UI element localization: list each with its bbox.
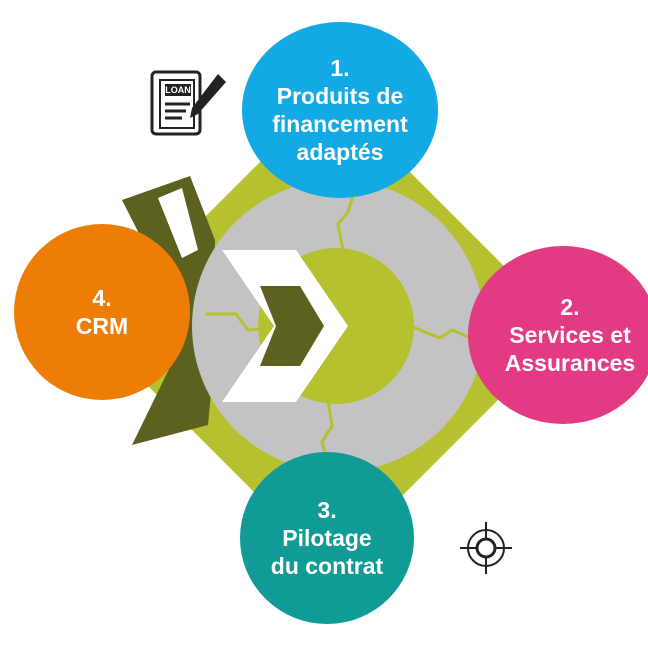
step-1-line-3: adaptés bbox=[296, 139, 384, 165]
loan-icon-label: LOAN bbox=[165, 85, 191, 95]
step-1-line-1: Produits de bbox=[276, 83, 404, 109]
step-3-number: 3. bbox=[317, 497, 337, 523]
step-2-line-1: Services et bbox=[509, 322, 631, 348]
crosshair-target-icon bbox=[460, 522, 512, 574]
step-3-pilotage-circle: 3. Pilotage du contrat bbox=[240, 452, 414, 624]
step-4-crm-circle: 4. CRM bbox=[14, 224, 190, 400]
step-1-number: 1. bbox=[330, 55, 350, 81]
step-3-line-1: Pilotage bbox=[282, 525, 372, 551]
center-arrow-olive bbox=[260, 286, 324, 366]
step-1-produits-circle: 1. Produits de financement adaptés bbox=[242, 22, 438, 198]
step-2-number: 2. bbox=[560, 294, 580, 320]
step-3-line-2: du contrat bbox=[270, 553, 384, 579]
step-2-line-2: Assurances bbox=[504, 350, 636, 376]
step-4-line-1: CRM bbox=[75, 313, 129, 339]
loan-document-icon: LOAN bbox=[150, 70, 226, 136]
olive-band-notch bbox=[158, 188, 198, 258]
step-4-number: 4. bbox=[92, 285, 112, 311]
step-1-line-2: financement bbox=[272, 111, 408, 137]
step-2-services-circle: 2. Services et Assurances bbox=[468, 246, 648, 424]
